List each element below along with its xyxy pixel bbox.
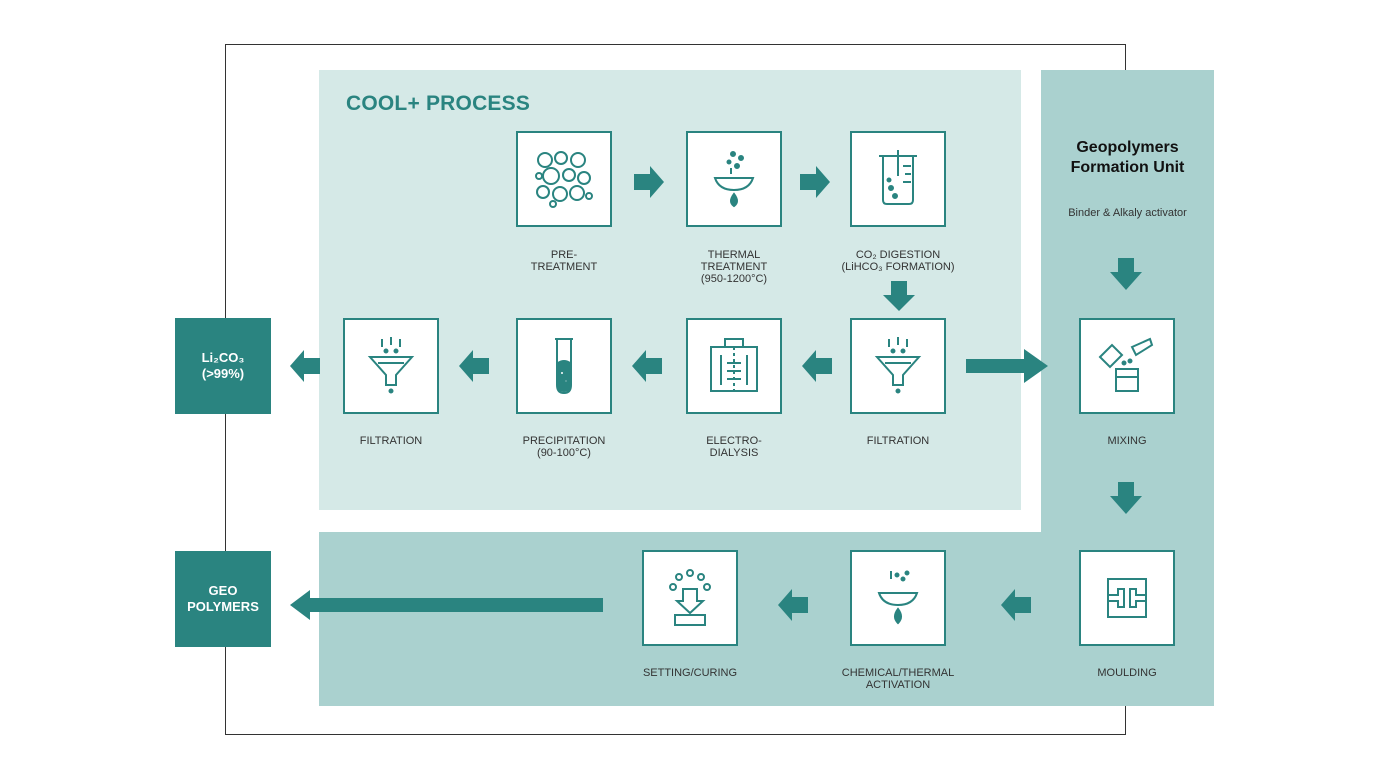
arrow-right-icon <box>966 349 1048 383</box>
arrow-down-icon <box>1110 258 1142 290</box>
curing-box <box>642 550 738 646</box>
electrodialysis-cell-icon <box>710 338 758 392</box>
moulding-label: MOULDING <box>1097 667 1157 679</box>
curing-icon <box>669 569 711 626</box>
arrow-left-icon <box>459 350 489 382</box>
funnel-icon <box>367 337 415 394</box>
arrow-left-icon <box>1001 589 1031 621</box>
funnel-icon <box>874 337 922 394</box>
moulding-box <box>1079 550 1175 646</box>
filtration-label-2: FILTRATION <box>359 435 423 447</box>
beaker-icon <box>879 150 917 205</box>
mixing-label: MIXING <box>1107 435 1147 447</box>
heating-bowl-icon <box>713 151 755 208</box>
geopolymer-unit-subtitle: Binder & Alkaly activator <box>1068 207 1187 219</box>
pretreatment-label: PRE- TREATMENT <box>530 249 598 273</box>
co2-digestion-label: CO₂ DIGESTION (LiHCO₃ FORMATION) <box>841 249 955 273</box>
arrow-left-icon <box>778 589 808 621</box>
activation-box <box>850 550 946 646</box>
arrow-left-icon <box>290 350 320 382</box>
activation-label: CHEMICAL/THERMAL ACTIVATION <box>841 667 955 691</box>
electrodialysis-label: ELECTRO- DIALYSIS <box>706 435 762 459</box>
arrow-right-icon <box>800 166 830 198</box>
mixing-glassware-icon <box>1098 337 1154 392</box>
test-tube-icon <box>555 338 573 395</box>
mixing-box <box>1079 318 1175 414</box>
arrow-right-icon <box>634 166 664 198</box>
filtration-box-2 <box>343 318 439 414</box>
thermal-treatment-box <box>686 131 782 227</box>
particles-icon <box>535 151 593 208</box>
geopolymer-unit-title: Geopolymers Formation Unit <box>1070 139 1185 176</box>
pretreatment-box <box>516 131 612 227</box>
filtration-box-1 <box>850 318 946 414</box>
cool-process-title: COOL+ PROCESS <box>346 92 531 115</box>
arrow-left-icon <box>802 350 832 382</box>
precipitation-label: PRECIPITATION (90-100°C) <box>522 435 606 459</box>
co2-digestion-box <box>850 131 946 227</box>
arrow-down-icon <box>883 281 915 311</box>
mould-icon <box>1107 578 1147 618</box>
thermal-treatment-label: THERMAL TREATMENT (950-1200°C) <box>700 249 768 285</box>
li2co3-output: Li₂CO₃ (>99%) <box>175 318 271 414</box>
geopolymer-bottom-panel <box>319 532 1214 706</box>
curing-label: SETTING/CURING <box>642 667 738 679</box>
arrow-left-icon <box>632 350 662 382</box>
heating-bowl-icon <box>877 570 919 625</box>
arrow-left-icon <box>290 590 603 620</box>
arrow-down-icon <box>1110 482 1142 514</box>
precipitation-box <box>516 318 612 414</box>
geopolymers-output: GEO POLYMERS <box>175 551 271 647</box>
electrodialysis-box <box>686 318 782 414</box>
filtration-label-1: FILTRATION <box>866 435 930 447</box>
